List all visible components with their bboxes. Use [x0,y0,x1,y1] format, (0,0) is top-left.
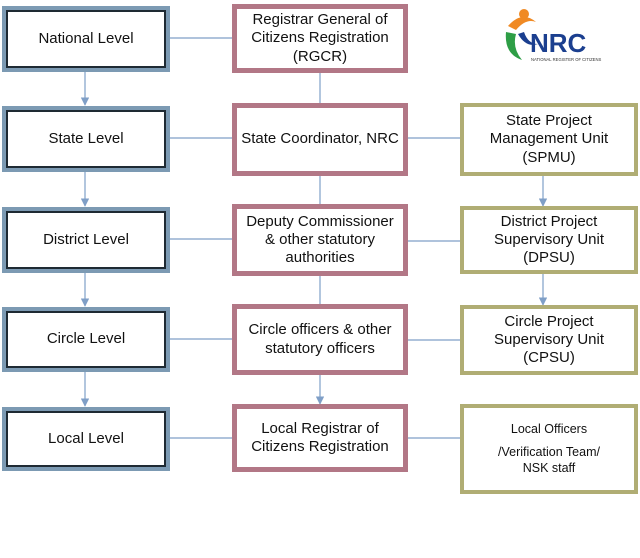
circle-officers-line-2: statutory officers [265,339,375,357]
nrc-logo: NRC NATIONAL REGISTER OF CITIZENS [505,9,601,62]
rgcr-line-3: (RGCR) [292,47,348,65]
local-level-box: Local Level [2,407,170,471]
local-officers-box: Local Officers /Verification Team/ NSK s… [460,404,638,494]
rgcr-box: Registrar General of Citizens Registrati… [232,4,408,73]
circle-officers-line-1: Circle officers & other [248,321,392,339]
local-registrar-line-2: Citizens Registration [251,438,389,455]
spmu-line-1: State Project [506,112,592,130]
figure-arc-saffron [508,16,536,30]
level-label: Circle Level [46,330,126,348]
circle-officers-box: Circle officers & other statutory office… [232,304,408,375]
logo-wordmark: NRC [530,28,587,58]
cpsu-line-2: Supervisory Unit (CPSU) [493,330,605,367]
deputy-commissioner-box: Deputy Commissioner & other statutory au… [232,204,408,276]
level-label: State Level [48,129,124,147]
district-level-box: District Level [2,207,170,273]
level-label: District Level [43,230,129,248]
figure-arc-blue [518,32,538,45]
national-level-box: National Level [2,6,170,72]
dpsu-line-2: Supervisory Unit (DPSU) [493,230,605,267]
local-officers-line-1: Local Officers [510,421,588,436]
state-coordinator-box: State Coordinator, NRC [232,103,408,176]
deputy-commissioner-line-3: authorities [285,249,355,267]
deputy-commissioner-line-2: & other statutory [264,230,376,248]
rgcr-line-1: Registrar General of [252,11,388,29]
spmu-line-3: (SPMU) [522,148,576,166]
logo-caption: NATIONAL REGISTER OF CITIZENS [531,57,601,62]
level-label: National Level [38,29,134,47]
figure-head [519,9,529,19]
rgcr-line-2: Citizens Registration [251,29,389,47]
level-label: Local Level [48,429,124,447]
cpsu-line-1: Circle Project [504,312,594,330]
state-level-box: State Level [2,106,170,172]
deputy-commissioner-line-1: Deputy Commissioner [246,212,394,230]
figure-arc-green [505,32,522,60]
local-registrar-line-1: Local Registrar of [261,419,379,437]
local-officers-line-3: NSK staff [522,460,576,475]
local-registrar-box: Local Registrar of Citizens Registration [232,404,408,472]
figure-mark [505,9,538,60]
dpsu-box: District Project Supervisory Unit (DPSU) [460,206,638,274]
state-coordinator-label: State Coordinator, NRC [241,130,399,148]
local-officers-line-2: /Verification Team/ [498,445,600,460]
cpsu-box: Circle Project Supervisory Unit (CPSU) [460,305,638,375]
spmu-box: State Project Management Unit (SPMU) [460,103,638,176]
spmu-line-2: Management Unit [489,130,609,148]
circle-level-box: Circle Level [2,307,170,372]
dpsu-line-1: District Project [500,212,598,230]
